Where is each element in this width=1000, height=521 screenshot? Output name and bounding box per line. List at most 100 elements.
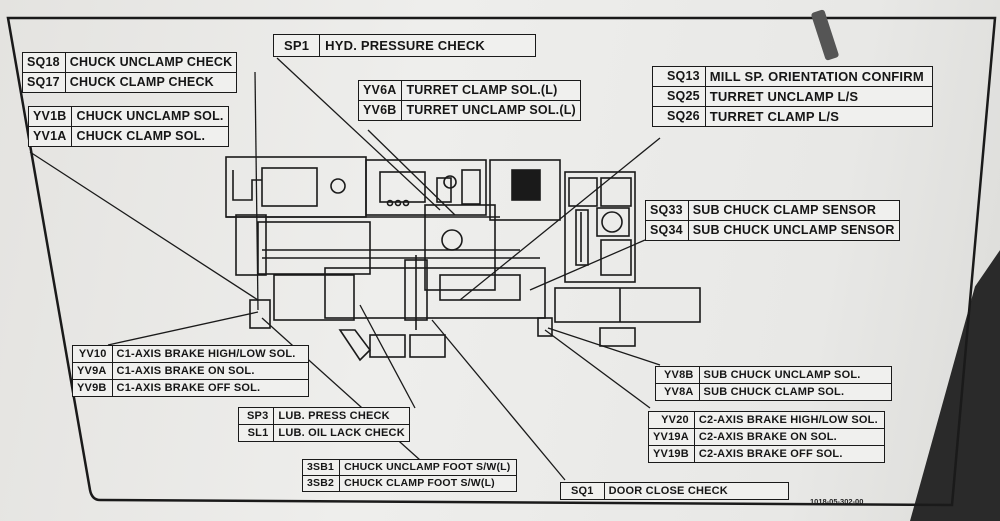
component-code: YV8B	[655, 366, 700, 384]
component-label: CHUCK CLAMP CHECK	[64, 72, 238, 93]
c2-valve-block	[537, 317, 553, 337]
component-code: SQ18	[22, 52, 66, 73]
component-code: SQ1	[560, 482, 605, 500]
component-code: SQ34	[645, 220, 689, 241]
component-code: 3SB1	[301, 459, 341, 476]
component-label: HYD. PRESSURE CHECK	[319, 34, 536, 57]
component-code: YV20	[648, 411, 695, 429]
component-code: YV19A	[648, 428, 695, 446]
component-label: LUB. OIL LACK CHECK	[273, 424, 410, 442]
component-label: CHUCK UNCLAMP CHECK	[64, 52, 238, 73]
sub-chuck	[554, 287, 701, 323]
headstock	[257, 221, 371, 275]
component-label: CHUCK CLAMP FOOT S/W(L)	[339, 475, 518, 492]
component-code: YV1B	[27, 106, 73, 127]
component-code: YV6B	[357, 100, 403, 121]
component-label: SUB CHUCK UNCLAMP SENSOR	[687, 220, 900, 241]
component-label: CHUCK CLAMP SOL.	[71, 126, 229, 147]
component-code: SQ17	[22, 72, 66, 93]
bed	[324, 267, 546, 319]
component-label: SUB CHUCK CLAMP SOL.	[698, 383, 892, 401]
component-code: YV9A	[72, 362, 113, 380]
component-label: TURRET CLAMP L/S	[704, 106, 933, 127]
sub-spindle-block	[564, 171, 636, 283]
component-label: SUB CHUCK UNCLAMP SOL.	[698, 366, 892, 384]
c1-valve-block	[249, 299, 271, 329]
component-label: DOOR CLOSE CHECK	[603, 482, 789, 500]
component-code: SP1	[272, 34, 321, 57]
component-label: SUB CHUCK CLAMP SENSOR	[687, 200, 900, 221]
component-label: C1-AXIS BRAKE ON SOL.	[111, 362, 309, 380]
component-label: CHUCK UNCLAMP FOOT S/W(L)	[339, 459, 518, 476]
component-label: C1-AXIS BRAKE OFF SOL.	[111, 379, 309, 397]
component-code: YV8A	[655, 383, 700, 401]
plate-border	[6, 16, 997, 507]
turret-top	[365, 159, 487, 216]
component-label: MILL SP. ORIENTATION CONFIRM	[704, 66, 933, 87]
component-code: YV1A	[27, 126, 73, 147]
component-label: C1-AXIS BRAKE HIGH/LOW SOL.	[111, 345, 309, 363]
component-label: C2-AXIS BRAKE ON SOL.	[693, 428, 885, 446]
component-label: C2-AXIS BRAKE OFF SOL.	[693, 445, 885, 463]
machine-layout-drawing	[225, 156, 701, 362]
turret	[424, 204, 496, 291]
component-code: YV9B	[72, 379, 113, 397]
component-code: SQ13	[652, 66, 706, 87]
component-code: SP3	[237, 407, 275, 425]
component-label: LUB. PRESS CHECK	[273, 407, 410, 425]
document-number: 1018-05-302-00	[810, 497, 864, 506]
component-label: TURRET UNCLAMP SOL.(L)	[401, 100, 581, 121]
component-code: YV10	[72, 345, 113, 363]
component-label: C2-AXIS BRAKE HIGH/LOW SOL.	[693, 411, 885, 429]
component-label: TURRET CLAMP SOL.(L)	[401, 80, 581, 101]
component-code: SQ33	[645, 200, 689, 221]
component-label: TURRET UNCLAMP L/S	[704, 86, 933, 107]
component-code: YV19B	[648, 445, 695, 463]
component-code: SQ25	[652, 86, 706, 107]
headstock-left	[235, 214, 267, 276]
component-code: SL1	[237, 424, 275, 442]
component-code: 3SB2	[301, 475, 341, 492]
component-code: YV6A	[357, 80, 403, 101]
component-label: CHUCK UNCLAMP SOL.	[71, 106, 229, 127]
component-code: SQ26	[652, 106, 706, 127]
